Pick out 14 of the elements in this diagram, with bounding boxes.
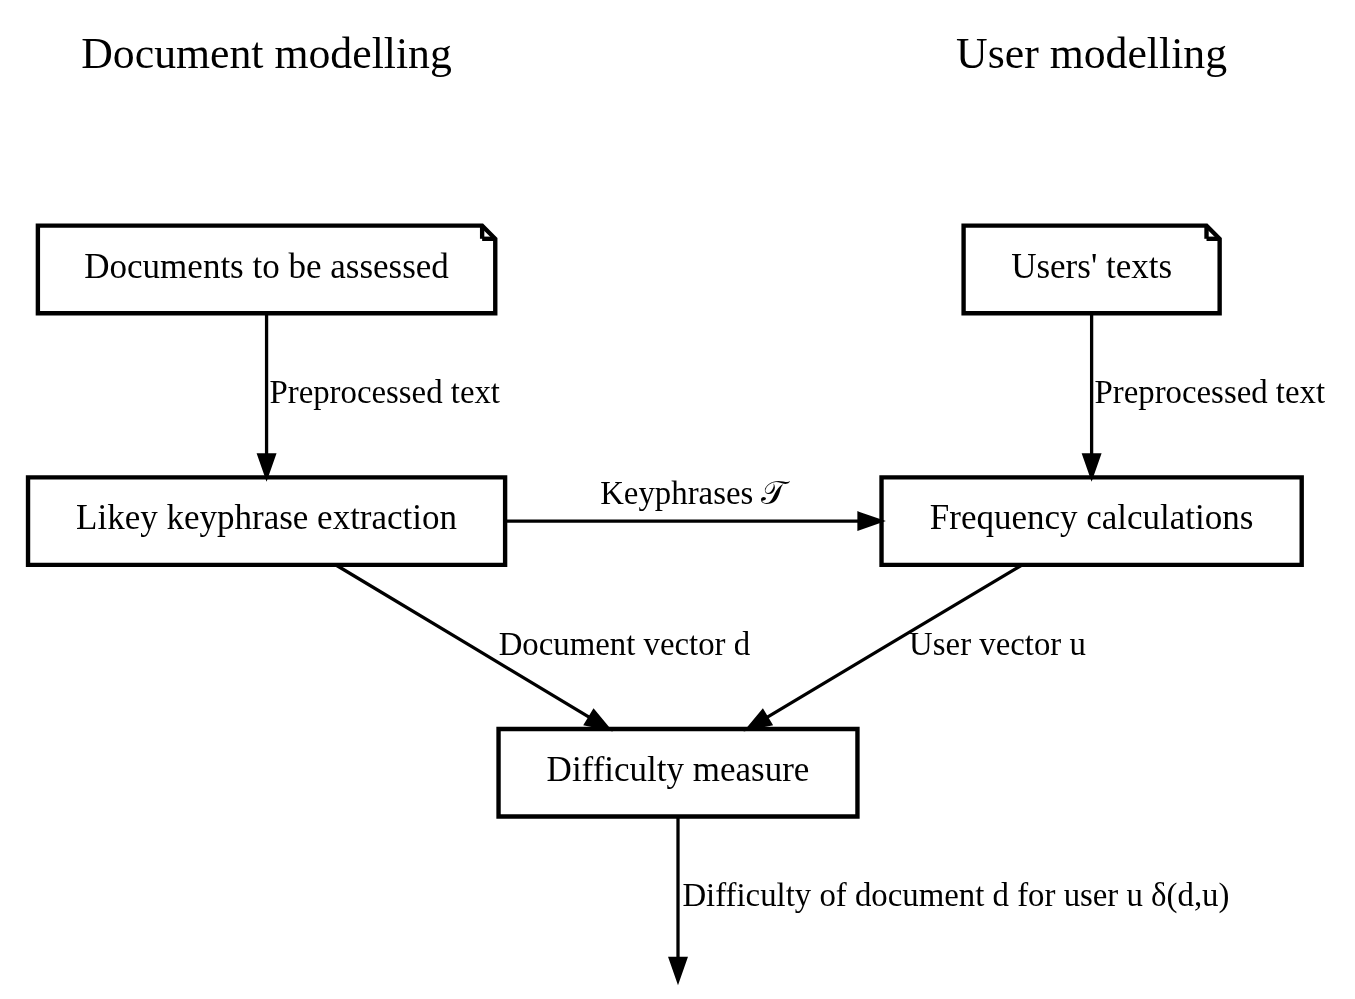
arrow xyxy=(1081,313,1102,482)
arrow xyxy=(667,816,688,985)
edge-label: Preprocessed text xyxy=(1094,373,1325,410)
node-box: Difficulty measure xyxy=(495,726,860,819)
edge-label: Document vector d xyxy=(498,625,750,662)
label: User modelling xyxy=(955,28,1227,77)
edge-label: Preprocessed text xyxy=(268,373,500,410)
node-box: Likey keyphrase extraction xyxy=(25,474,507,567)
arrow xyxy=(504,510,886,531)
arrow xyxy=(256,313,277,482)
edge-label: Difficulty of document d for user u δ(d,u) xyxy=(681,876,1229,913)
node-box: Frequency calculations xyxy=(878,474,1304,567)
label: Document modelling xyxy=(80,28,452,77)
edge-label: User vector u xyxy=(908,625,1086,662)
